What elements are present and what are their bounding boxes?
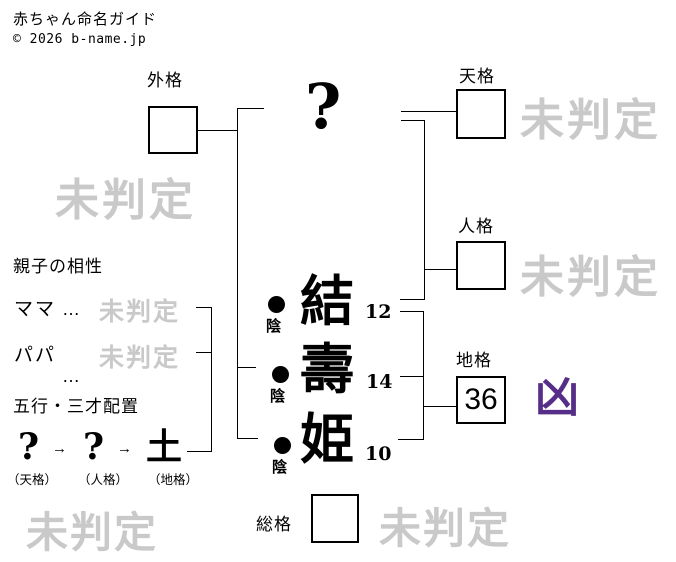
- yin-dot-icon: [274, 437, 291, 454]
- gaikaku-stub-char2: [237, 367, 256, 368]
- compat-stub-mama: [196, 307, 211, 308]
- jinkaku-box-connector: [425, 269, 456, 270]
- yin-dot-icon: [272, 366, 289, 383]
- name-char-2: 壽: [300, 337, 354, 401]
- compat-bracket-vline: [211, 307, 212, 452]
- gaikaku-status-watermark: 未判定: [55, 175, 196, 226]
- sansai-element-2: ?: [83, 426, 105, 468]
- jinkaku-stub-top: [401, 120, 425, 121]
- arrow-right-icon: →: [52, 440, 67, 457]
- jinkaku-label: 人格: [458, 217, 494, 236]
- soukaku-status-watermark: 未判定: [379, 504, 512, 553]
- gaikaku-box: [148, 106, 198, 154]
- tenkaku-label: 天格: [459, 67, 495, 86]
- chikaku-box-connector: [424, 406, 456, 407]
- mama-status: 未判定: [99, 297, 181, 326]
- chikaku-bracket-vline: [423, 311, 424, 440]
- strokes-2: 14: [366, 371, 393, 393]
- sansai-element-1: ?: [18, 426, 40, 468]
- yin-label-3: 陰: [272, 459, 288, 476]
- tenkaku-connector: [401, 111, 456, 112]
- name-char-1: 結: [300, 269, 354, 333]
- chikaku-luck-kanji: 凶: [535, 372, 579, 423]
- chikaku-label: 地格: [456, 351, 492, 370]
- jinkaku-stub-bottom: [400, 299, 425, 300]
- gaikaku-stub-char3: [237, 438, 258, 439]
- tenkaku-status-watermark: 未判定: [520, 95, 661, 146]
- arrow-right-icon: →: [117, 440, 132, 457]
- jinkaku-bracket-vline: [424, 120, 425, 300]
- chikaku-stub-char3: [398, 439, 424, 440]
- chikaku-box: 36: [456, 376, 506, 424]
- copyright: © 2026 b-name.jp: [13, 32, 147, 47]
- tenkaku-box: [456, 89, 506, 139]
- yin-label-2: 陰: [270, 388, 286, 405]
- soukaku-box: [311, 494, 359, 543]
- jinkaku-box: [456, 241, 506, 290]
- papa-dots: …: [62, 366, 81, 386]
- chikaku-value: 36: [464, 383, 498, 416]
- strokes-3: 10: [365, 443, 392, 465]
- papa-label: パパ: [14, 345, 57, 366]
- name-char-3: 姫: [300, 407, 354, 471]
- sansai-caption-3: （地格）: [148, 473, 199, 487]
- compat-stub-sansai: [187, 451, 211, 452]
- gaikaku-box-connector: [198, 130, 238, 131]
- sansai-element-3: 土: [146, 426, 183, 468]
- yin-label-1: 陰: [266, 318, 282, 335]
- surname-placeholder: ?: [305, 70, 342, 143]
- sansai-caption-1: （天格）: [7, 473, 58, 487]
- gaikaku-stub-surname: [237, 108, 264, 109]
- gogyo-status-watermark: 未判定: [26, 508, 159, 557]
- jinkaku-status-watermark: 未判定: [520, 252, 661, 303]
- compat-stub-papa: [196, 352, 211, 353]
- chikaku-stub-char2: [400, 376, 423, 377]
- sansai-caption-2: （人格）: [78, 473, 129, 487]
- mama-dots: …: [62, 299, 81, 319]
- mama-label: ママ: [14, 299, 57, 320]
- compatibility-heading: 親子の相性: [13, 257, 103, 276]
- gaikaku-label: 外格: [147, 71, 183, 90]
- yin-dot-icon: [268, 296, 285, 313]
- chikaku-stub-char1: [400, 311, 424, 312]
- soukaku-label: 総格: [256, 515, 292, 534]
- strokes-1: 12: [365, 301, 392, 323]
- site-title: 赤ちゃん命名ガイド: [13, 10, 158, 28]
- papa-status: 未判定: [99, 343, 181, 372]
- gogyo-heading: 五行・三才配置: [13, 397, 139, 416]
- gaikaku-bracket-vline: [237, 108, 238, 439]
